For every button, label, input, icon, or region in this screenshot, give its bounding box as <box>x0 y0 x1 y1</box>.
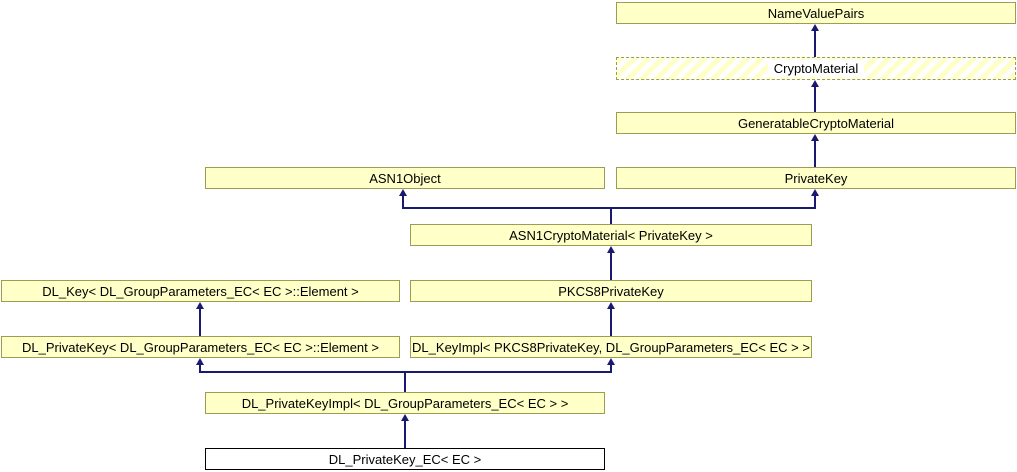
inheritance-edge-vertical <box>404 371 406 392</box>
inheritance-edge-vertical <box>814 86 816 112</box>
class-node-label: DL_KeyImpl< PKCS8PrivateKey, DL_GroupPar… <box>412 339 810 355</box>
class-node-asn1-crypto-material[interactable]: ASN1CryptoMaterial< PrivateKey > <box>410 224 812 246</box>
inheritance-edge-vertical <box>814 140 816 167</box>
inheritance-arrowhead-icon <box>196 302 204 309</box>
inheritance-edge-vertical <box>610 207 612 224</box>
inheritance-arrowhead-icon <box>607 302 615 309</box>
inheritance-arrowhead-icon <box>811 24 819 31</box>
class-node-label: ASN1Object <box>369 170 441 186</box>
inheritance-arrowhead-icon <box>399 189 407 196</box>
inheritance-arrowhead-icon <box>607 358 615 365</box>
class-node-label: GeneratableCryptoMaterial <box>737 115 895 131</box>
class-node-dl-private-key[interactable]: DL_PrivateKey< DL_GroupParameters_EC< EC… <box>1 336 400 358</box>
class-node-label: PrivateKey <box>784 170 848 186</box>
class-node-label: DL_PrivateKey< DL_GroupParameters_EC< EC… <box>22 339 379 355</box>
inheritance-arrowhead-icon <box>811 80 819 87</box>
class-node-dl-key-impl[interactable]: DL_KeyImpl< PKCS8PrivateKey, DL_GroupPar… <box>410 336 812 358</box>
class-node-dl-key[interactable]: DL_Key< DL_GroupParameters_EC< EC >::Ele… <box>1 280 400 302</box>
inheritance-edge-vertical <box>610 308 612 336</box>
class-node-name-value-pairs[interactable]: NameValuePairs <box>616 2 1016 24</box>
inheritance-arrowhead-icon <box>811 134 819 141</box>
class-node-label: NameValuePairs <box>767 5 865 21</box>
class-node-crypto-material[interactable]: CryptoMaterial <box>616 57 1016 80</box>
inheritance-edge-horizontal <box>402 207 816 209</box>
inheritance-edge-vertical <box>402 195 404 208</box>
inheritance-edge-vertical <box>610 364 612 372</box>
class-node-generatable-crypto-material[interactable]: GeneratableCryptoMaterial <box>616 112 1016 134</box>
inheritance-edge-vertical <box>404 420 406 448</box>
inheritance-arrowhead-icon <box>401 414 409 421</box>
inheritance-edge-vertical <box>199 308 201 336</box>
inheritance-edge-vertical <box>814 30 816 57</box>
inheritance-edge-vertical <box>610 252 612 280</box>
class-node-label: DL_PrivateKey_EC< EC > <box>328 451 482 467</box>
class-node-private-key[interactable]: PrivateKey <box>616 167 1016 189</box>
class-node-asn1-object[interactable]: ASN1Object <box>205 167 605 189</box>
inheritance-arrowhead-icon <box>196 358 204 365</box>
inheritance-arrowhead-icon <box>811 189 819 196</box>
class-node-dl-private-key-impl[interactable]: DL_PrivateKeyImpl< DL_GroupParameters_EC… <box>205 392 605 414</box>
class-node-label: DL_Key< DL_GroupParameters_EC< EC >::Ele… <box>42 283 359 299</box>
inheritance-arrowhead-icon <box>607 246 615 253</box>
class-node-label: DL_PrivateKeyImpl< DL_GroupParameters_EC… <box>241 395 569 411</box>
class-node-label: ASN1CryptoMaterial< PrivateKey > <box>509 227 713 243</box>
inheritance-edge-vertical <box>814 195 816 208</box>
class-node-pkcs8-private-key[interactable]: PKCS8PrivateKey <box>410 280 812 302</box>
inheritance-edge-vertical <box>199 364 201 372</box>
class-node-dl-private-key-ec: DL_PrivateKey_EC< EC > <box>205 448 605 470</box>
class-node-label: CryptoMaterial <box>767 60 865 77</box>
class-node-label: PKCS8PrivateKey <box>558 283 664 299</box>
